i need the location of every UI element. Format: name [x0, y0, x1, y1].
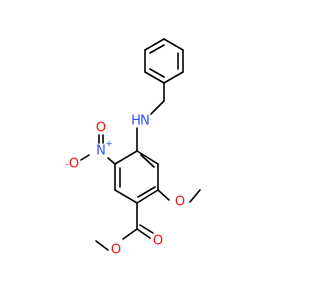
bond — [107, 157, 116, 165]
nitro-o-charge: - — [65, 160, 68, 170]
nitro-n-charge: + — [105, 140, 113, 150]
bond — [136, 189, 159, 204]
bond — [149, 68, 165, 78]
central-ring — [114, 127, 159, 204]
bond — [149, 44, 165, 54]
nitro-n-label: N — [96, 144, 106, 159]
bond — [157, 189, 170, 201]
bond — [80, 154, 90, 161]
bond — [136, 150, 159, 165]
nitro-o-minus-label: O — [69, 157, 79, 172]
bond — [189, 189, 201, 203]
bond — [137, 186, 156, 198]
bond — [122, 228, 138, 240]
molecule-structure: N H N + O O - O O O — [65, 38, 201, 258]
nitro-o-top-label: O — [96, 121, 106, 136]
amine-n-label: N — [140, 114, 150, 129]
ester-o-label: O — [111, 243, 121, 258]
bond — [163, 71, 184, 84]
bond — [150, 100, 165, 115]
ester-carbonyl-o-label: O — [153, 234, 163, 249]
bond — [163, 38, 184, 51]
bond — [95, 240, 109, 251]
bond — [114, 189, 138, 204]
bond — [139, 224, 154, 234]
bond — [144, 38, 165, 51]
bond — [114, 150, 138, 165]
methoxy-o-label: O — [175, 195, 185, 210]
amine-h-label: H — [131, 114, 141, 129]
benzyl-ring — [144, 38, 184, 84]
bond — [140, 154, 155, 168]
bond — [136, 228, 151, 239]
bond — [144, 71, 165, 84]
